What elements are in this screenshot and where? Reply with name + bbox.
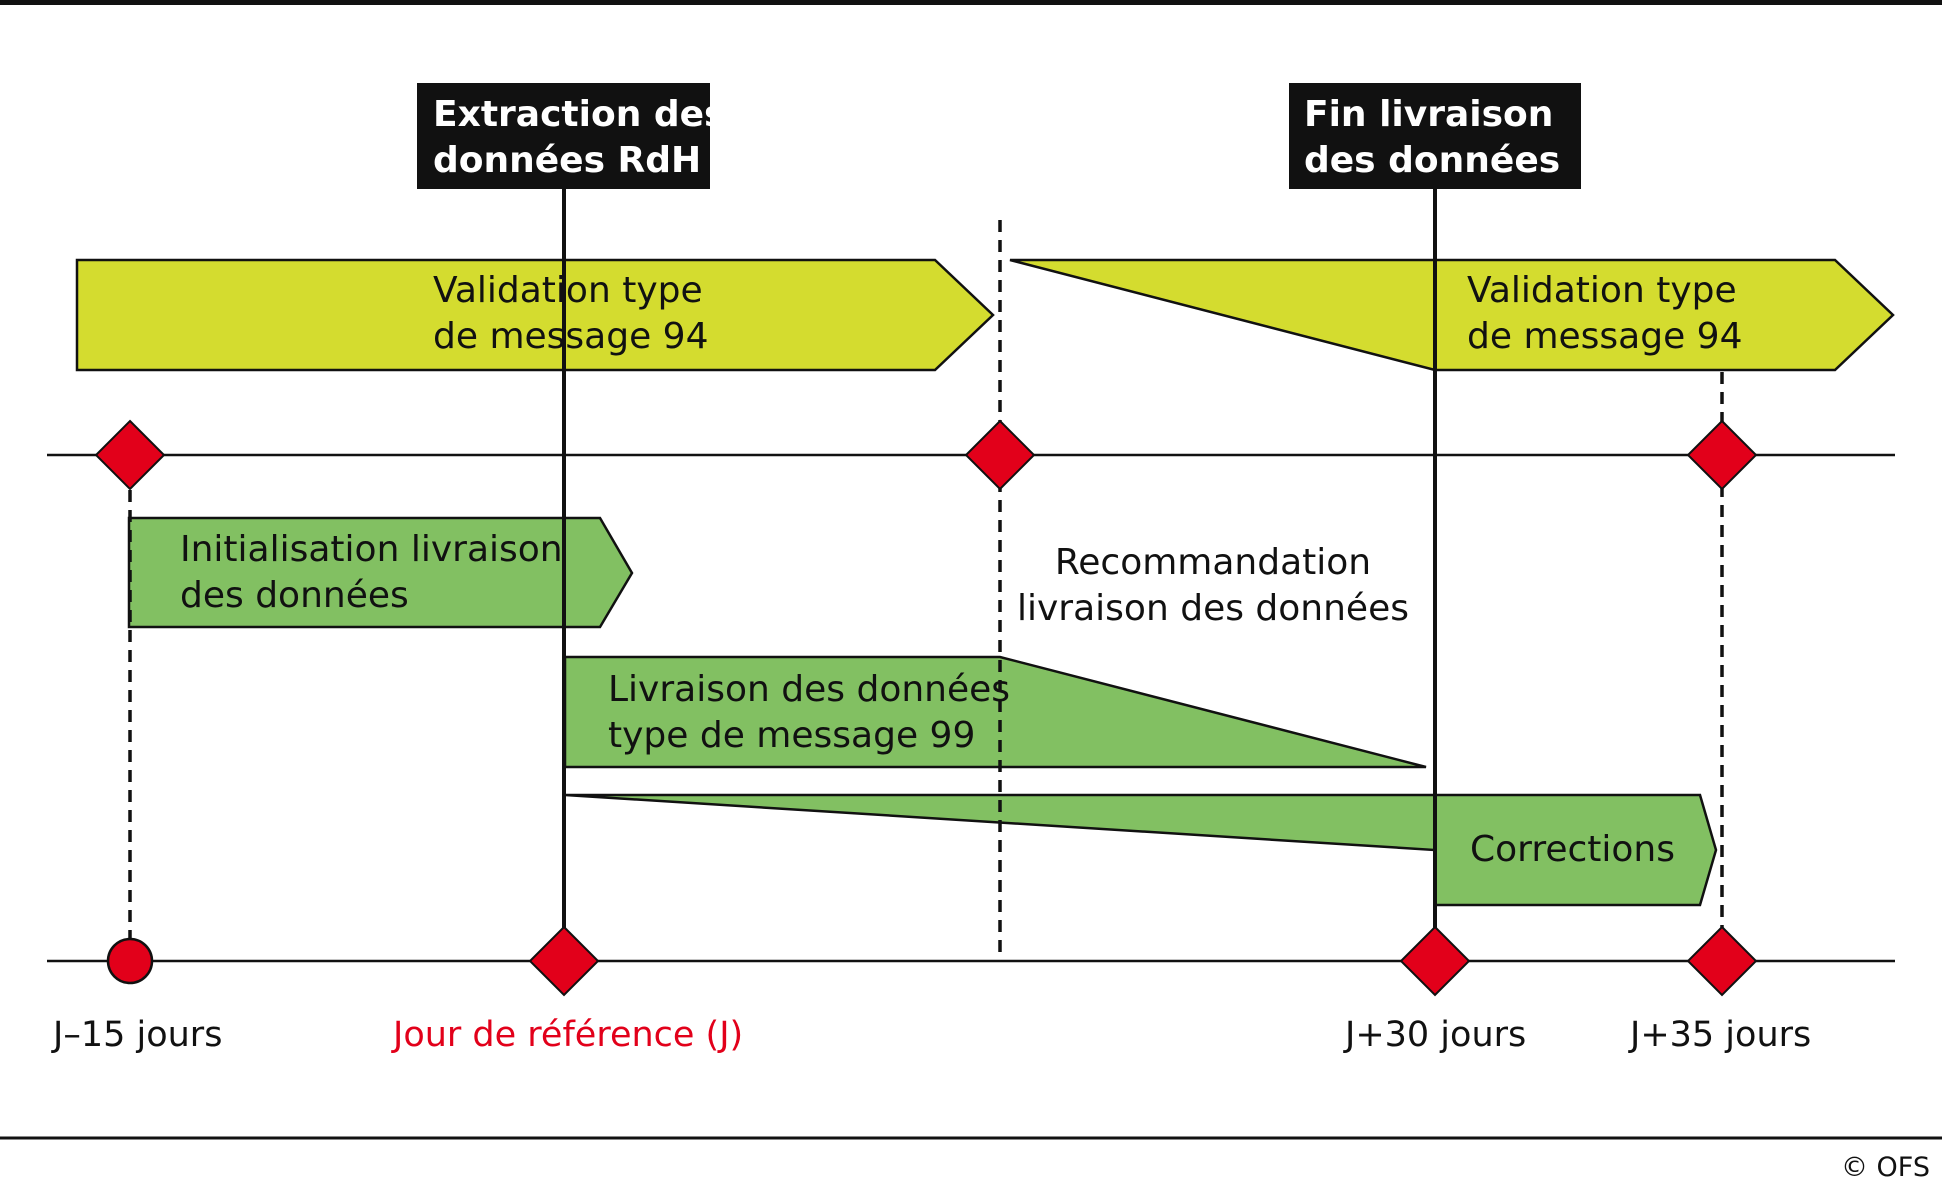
- top-rule: [0, 0, 1942, 5]
- livraison-label-line-2: type de message 99: [608, 715, 975, 756]
- extraction-header-box: [417, 83, 710, 189]
- validation-bar-right: [1009, 258, 1895, 372]
- extraction-header-line-2: données RdH: [433, 140, 701, 181]
- timeline-label-reference: Jour de référence (J): [391, 1015, 743, 1055]
- validation-right-label-line-1: Validation type: [1467, 270, 1737, 311]
- timeline-label-j-plus-30: J+30 jours: [1343, 1015, 1526, 1055]
- fin-livraison-header-line-2: des données: [1304, 140, 1560, 181]
- initialisation-label-line-1: Initialisation livraison: [180, 529, 563, 570]
- validation-bar-left: [75, 258, 995, 372]
- marker-circle-j-minus-15: [106, 937, 154, 985]
- validation-left-label-line-2: de message 94: [433, 316, 708, 357]
- initialisation-bar: [127, 516, 634, 629]
- fin-livraison-header-line-1: Fin livraison: [1304, 94, 1553, 135]
- copyright-text: © OFS: [1841, 1152, 1930, 1183]
- extraction-header-line-1: Extraction des: [433, 94, 725, 135]
- corrections-label: Corrections: [1470, 829, 1675, 870]
- marker-diamond-j30: [1399, 925, 1471, 997]
- initialisation-label-line-2: des données: [180, 575, 409, 616]
- marker-diamond-upper-j35: [1686, 419, 1758, 491]
- recommandation-label-line-2: livraison des données: [1017, 588, 1409, 629]
- timeline-label-j-plus-35: J+35 jours: [1628, 1015, 1811, 1055]
- marker-diamond-upper-recommendation: [964, 419, 1036, 491]
- marker-diamond-j35: [1686, 925, 1758, 997]
- marker-diamond-reference: [528, 925, 600, 997]
- timeline-label-j-minus-15: J–15 jours: [51, 1015, 222, 1055]
- livraison-label-line-1: Livraison des données: [608, 669, 1010, 710]
- fin-livraison-header-box: [1289, 83, 1581, 189]
- validation-left-label-line-1: Validation type: [433, 270, 703, 311]
- marker-diamond-upper-j-minus-15: [94, 419, 166, 491]
- recommandation-label-line-1: Recommandation: [1055, 542, 1371, 583]
- validation-right-label-line-2: de message 94: [1467, 316, 1742, 357]
